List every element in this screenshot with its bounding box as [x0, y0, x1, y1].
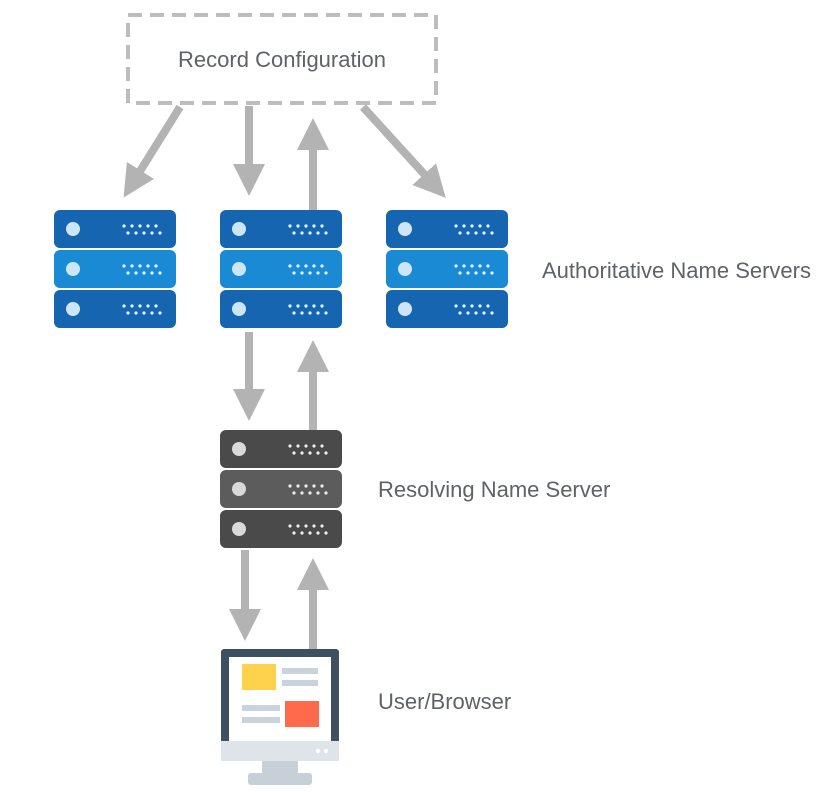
server-unit — [54, 250, 176, 288]
server-unit — [220, 510, 342, 548]
arrows-config-to-authoritative — [123, 104, 446, 210]
monitor-button-icon — [323, 748, 329, 754]
server-unit — [386, 290, 508, 328]
authoritative-name-servers-label: Authoritative Name Servers — [542, 258, 811, 283]
screen-text-line — [282, 680, 318, 686]
arrow-config-to-auth-right — [360, 104, 446, 198]
screen-red-block — [285, 701, 319, 727]
server-led-icon — [232, 262, 246, 276]
server-led-icon — [398, 262, 412, 276]
server-vents-icon — [122, 224, 162, 235]
server-unit — [220, 430, 342, 468]
server-vents-icon — [288, 524, 328, 535]
server-unit — [386, 210, 508, 248]
server-unit — [220, 210, 342, 248]
server-led-icon — [232, 442, 246, 456]
server-led-icon — [66, 222, 80, 236]
server-unit — [220, 470, 342, 508]
screen-text-line — [282, 668, 318, 674]
server-unit — [220, 290, 342, 328]
server-vents-icon — [288, 484, 328, 495]
server-vents-icon — [454, 224, 494, 235]
screen-text-line — [242, 717, 280, 723]
server-led-icon — [232, 222, 246, 236]
record-configuration-box — [126, 13, 438, 105]
server-vents-icon — [122, 304, 162, 315]
arrow-config-to-auth-left — [123, 104, 184, 198]
server-unit — [386, 250, 508, 288]
authoritative-server-middle — [220, 210, 342, 328]
server-led-icon — [398, 302, 412, 316]
server-vents-icon — [288, 264, 328, 275]
server-led-icon — [398, 222, 412, 236]
server-vents-icon — [454, 264, 494, 275]
monitor-button-icon — [315, 748, 321, 754]
user-browser-monitor-icon — [221, 649, 339, 785]
screen-text-line — [242, 705, 280, 711]
record-configuration-label: Record Configuration — [178, 47, 386, 72]
monitor-chin — [221, 741, 339, 761]
server-vents-icon — [454, 304, 494, 315]
server-vents-icon — [288, 304, 328, 315]
server-unit — [220, 250, 342, 288]
server-unit — [54, 210, 176, 248]
authoritative-server-right — [386, 210, 508, 328]
server-vents-icon — [288, 444, 328, 455]
monitor-base — [248, 773, 312, 785]
screen-yellow-block — [242, 664, 276, 690]
server-unit — [54, 290, 176, 328]
server-vents-icon — [122, 264, 162, 275]
server-led-icon — [232, 482, 246, 496]
arrows-resolver-user — [229, 550, 329, 650]
authoritative-server-left — [54, 210, 176, 328]
server-vents-icon — [288, 224, 328, 235]
arrows-authoritative-resolver — [233, 332, 329, 430]
server-led-icon — [232, 522, 246, 536]
server-led-icon — [232, 302, 246, 316]
user-browser-label: User/Browser — [378, 689, 512, 714]
server-led-icon — [66, 262, 80, 276]
monitor-neck — [262, 761, 298, 773]
server-led-icon — [66, 302, 80, 316]
resolving-server — [220, 430, 342, 548]
resolving-name-server-label: Resolving Name Server — [378, 477, 611, 502]
